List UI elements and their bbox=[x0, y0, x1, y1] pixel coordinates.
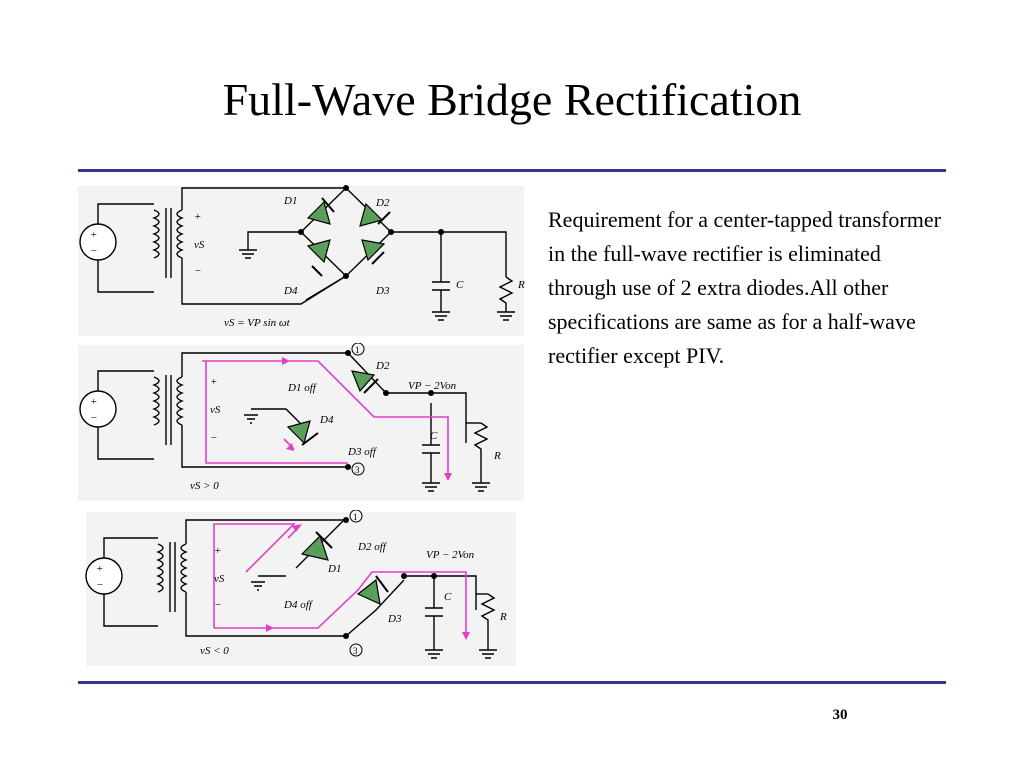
d2-label: D2 bbox=[375, 360, 390, 372]
node-3-label: 3 bbox=[353, 646, 358, 656]
source-caption: vS > 0 bbox=[190, 480, 219, 492]
vs-label: vS bbox=[194, 239, 205, 251]
d1-label: D1 bbox=[327, 563, 341, 575]
minus-label: − bbox=[210, 432, 217, 444]
d2-label: D2 off bbox=[357, 541, 388, 553]
plus-label: + bbox=[90, 229, 97, 241]
plus-label: + bbox=[214, 545, 221, 557]
negative-half-cycle-diagram: 1 3 + − + − vS D1 D2 off D3 D4 off VP − … bbox=[76, 510, 526, 670]
bridge-circuit-diagram: + − + − vS D1 D2 D3 D4 C R vS = VP sin ω… bbox=[76, 182, 526, 342]
page-number: 30 bbox=[832, 707, 848, 723]
capacitor-label: C bbox=[444, 591, 452, 603]
node-3-label: 3 bbox=[355, 465, 360, 475]
minus-label: − bbox=[194, 265, 201, 277]
minus-label: − bbox=[96, 579, 103, 591]
vs-label: vS bbox=[210, 404, 221, 416]
d4-label: D4 bbox=[283, 285, 298, 297]
top-divider bbox=[78, 169, 946, 172]
source-caption: vS = VP sin ωt bbox=[224, 317, 291, 329]
node-1-label: 1 bbox=[353, 512, 358, 522]
bottom-divider bbox=[78, 681, 946, 684]
d3-label: D3 off bbox=[347, 446, 378, 458]
positive-half-cycle-diagram: 1 3 + − + − vS D1 off D2 D3 off D4 VP − … bbox=[76, 343, 526, 503]
output-voltage-label: VP − 2Von bbox=[408, 380, 457, 392]
resistor-label: R bbox=[493, 450, 501, 462]
slide-body-text: Requirement for a center-tapped transfor… bbox=[548, 207, 941, 368]
plus-label: + bbox=[90, 396, 97, 408]
d1-label: D1 off bbox=[287, 382, 318, 394]
resistor-label: R bbox=[499, 611, 507, 623]
plus-label: + bbox=[210, 376, 217, 388]
source-caption: vS < 0 bbox=[200, 645, 229, 657]
minus-label: − bbox=[90, 245, 97, 257]
d4-label: D4 off bbox=[283, 599, 314, 611]
output-voltage-label: VP − 2Von bbox=[426, 549, 475, 561]
capacitor-label: C bbox=[456, 279, 464, 291]
d3-label: D3 bbox=[387, 613, 402, 625]
minus-label: − bbox=[90, 412, 97, 424]
slide-title: Full-Wave Bridge Rectification bbox=[222, 74, 802, 125]
minus-label: − bbox=[214, 599, 221, 611]
capacitor-label: C bbox=[430, 430, 438, 442]
plus-label: + bbox=[96, 563, 103, 575]
d3-label: D3 bbox=[375, 285, 390, 297]
d2-label: D2 bbox=[375, 197, 390, 209]
plus-label: + bbox=[194, 211, 201, 223]
resistor-label: R bbox=[517, 279, 525, 291]
d4-label: D4 bbox=[319, 414, 334, 426]
node-1-label: 1 bbox=[355, 345, 360, 355]
d1-label: D1 bbox=[283, 195, 297, 207]
vs-label: vS bbox=[214, 573, 225, 585]
